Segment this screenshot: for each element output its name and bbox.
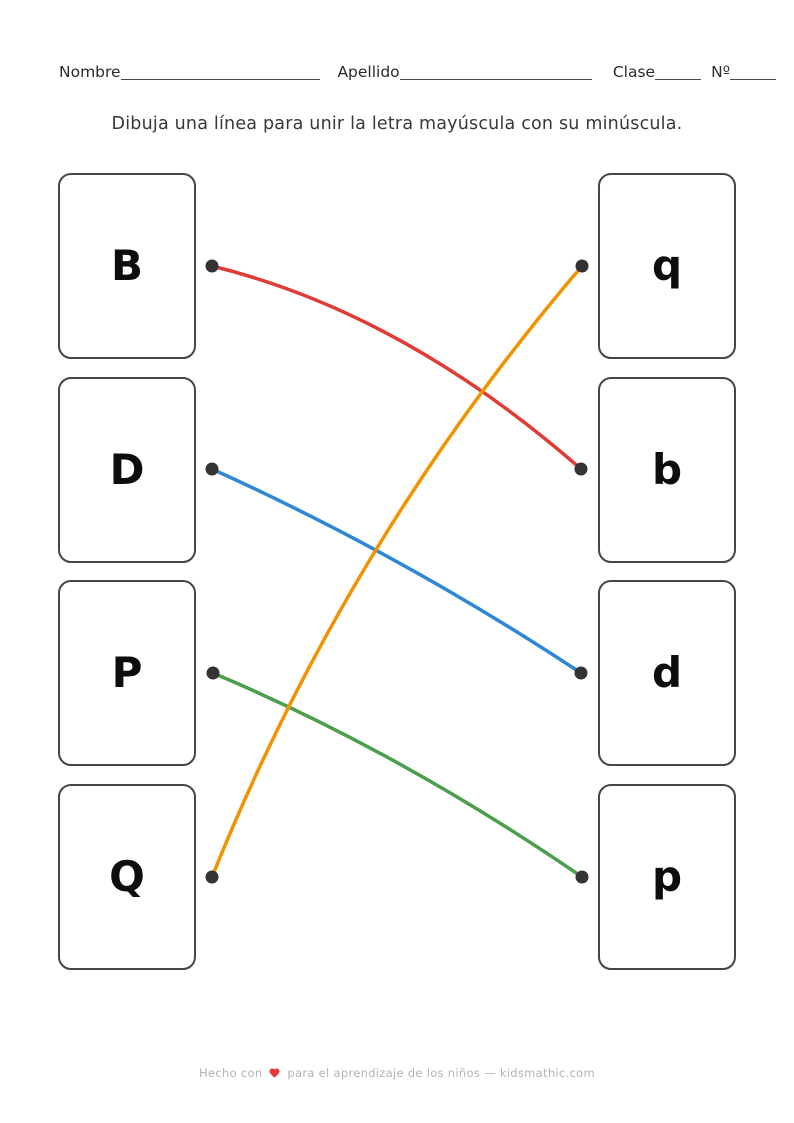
apellido-label: Apellido xyxy=(337,63,400,81)
card-uppercase-D: D xyxy=(58,377,196,563)
card-lowercase-d: d xyxy=(598,580,736,766)
connector-dot xyxy=(575,259,589,273)
nombre-blank-line xyxy=(120,75,321,81)
card-letter: b xyxy=(651,445,683,494)
card-letter: B xyxy=(110,241,143,290)
connector-dot xyxy=(206,666,220,680)
numero-label: Nº xyxy=(711,63,730,81)
card-letter: P xyxy=(111,648,143,697)
footer-credit: Hecho con para el aprendizaje de los niñ… xyxy=(0,1066,794,1080)
footer-suffix: para el aprendizaje de los niños — kidsm… xyxy=(287,1066,595,1080)
card-letter: Q xyxy=(109,852,145,901)
instruction-text: Dibuja una línea para unir la letra mayú… xyxy=(111,114,683,134)
connector-dot xyxy=(205,259,219,273)
connector-dot xyxy=(574,666,588,680)
connector-dot xyxy=(574,462,588,476)
connector-dot xyxy=(205,870,219,884)
connector-dot xyxy=(575,870,589,884)
numero-blank-line xyxy=(730,75,776,81)
apellido-blank-line xyxy=(399,75,592,81)
footer-prefix: Hecho con xyxy=(199,1066,263,1080)
card-letter: D xyxy=(109,445,145,494)
card-lowercase-p: p xyxy=(598,784,736,970)
card-lowercase-q: q xyxy=(598,173,736,359)
clase-label: Clase xyxy=(612,63,656,81)
clase-blank-line xyxy=(655,75,702,81)
heart-shape xyxy=(269,1068,280,1078)
card-letter: q xyxy=(651,241,683,290)
header-fields-row: Nombre Apellido Clase Nº xyxy=(59,62,776,82)
card-letter: p xyxy=(651,852,683,901)
connector-dot xyxy=(205,462,219,476)
card-lowercase-b: b xyxy=(598,377,736,563)
card-uppercase-P: P xyxy=(58,580,196,766)
card-uppercase-B: B xyxy=(58,173,196,359)
connection-line-Q-q xyxy=(210,264,584,879)
heart-icon xyxy=(268,1067,281,1079)
connection-line-P-p xyxy=(211,671,584,879)
connection-line-B-b xyxy=(210,264,583,471)
card-uppercase-Q: Q xyxy=(58,784,196,970)
card-letter: d xyxy=(651,648,683,697)
nombre-label: Nombre xyxy=(59,63,121,81)
connection-line-D-d xyxy=(210,467,583,675)
